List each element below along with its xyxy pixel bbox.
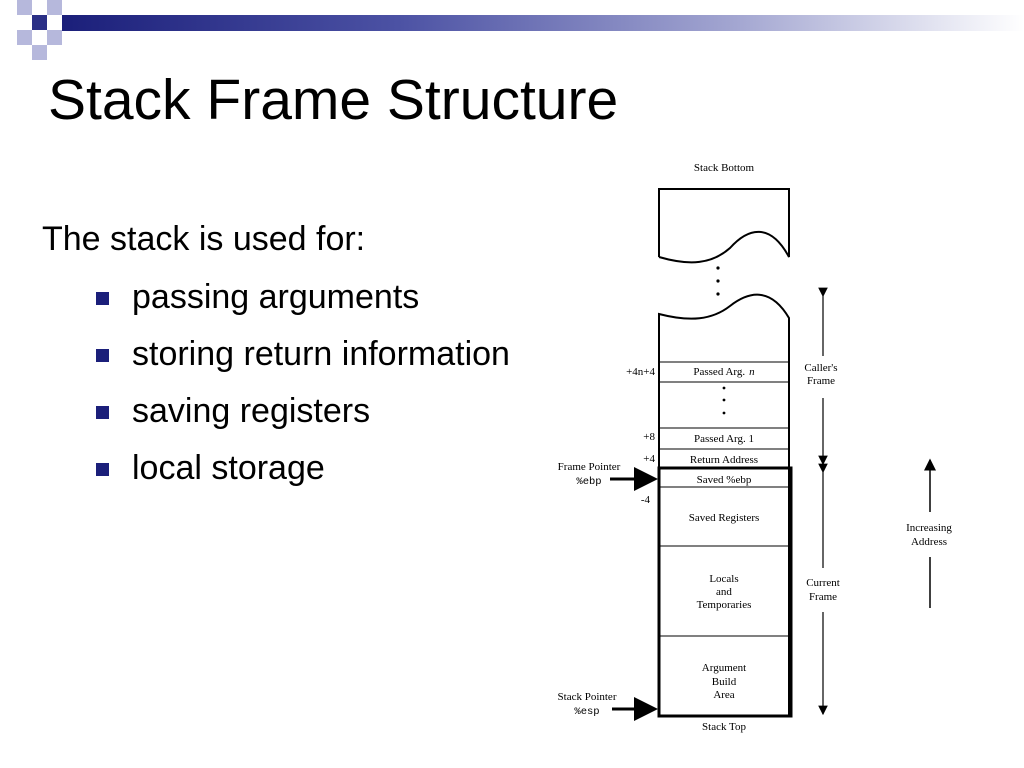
current-frame-line1: Current — [806, 577, 840, 589]
current-frame-box — [657, 466, 793, 718]
square-bullet-icon — [96, 406, 109, 419]
square-bullet-icon — [96, 349, 109, 362]
offset-arg-n: +4n+4 — [626, 366, 655, 378]
corner-decoration — [0, 0, 80, 64]
frame-pointer-label: Frame Pointer — [558, 461, 621, 473]
current-frame-line2: Frame — [809, 591, 837, 603]
stack-pointer-label: Stack Pointer — [558, 691, 617, 703]
bullet-text: local storage — [132, 449, 325, 487]
cell-saved-registers: Saved Registers — [689, 512, 760, 524]
increasing-address-line2: Address — [911, 536, 947, 548]
cell-saved-ebp: Saved %ebp — [697, 474, 752, 486]
stack-top-label: Stack Top — [702, 721, 746, 733]
cell-locals-line2: and — [716, 586, 732, 598]
stack-lower-segment — [658, 293, 790, 717]
stack-bottom-label: Stack Bottom — [694, 162, 755, 174]
bullet-item: saving registers — [96, 390, 510, 447]
callers-frame-line2: Frame — [807, 375, 835, 387]
intro-text: The stack is used for: — [42, 220, 366, 258]
cell-argbuild-line1: Argument — [702, 662, 746, 674]
stack-pointer-register: %esp — [574, 706, 599, 718]
cell-locals-line3: Temporaries — [697, 599, 752, 611]
offset-return: +4 — [643, 453, 655, 465]
header-gradient-bar — [62, 15, 1024, 31]
cell-argbuild-line3: Area — [713, 689, 734, 701]
bullet-text: passing arguments — [132, 278, 420, 316]
stack-upper-segment — [658, 188, 790, 264]
increasing-address-line1: Increasing — [906, 522, 952, 534]
callers-frame-line1: Caller's — [804, 362, 837, 374]
bullet-item: storing return information — [96, 333, 510, 390]
frame-pointer-register: %ebp — [576, 476, 601, 488]
cell-locals-line1: Locals — [709, 573, 738, 585]
cell-return-address: Return Address — [690, 454, 758, 466]
slide-title: Stack Frame Structure — [48, 68, 619, 132]
square-bullet-icon — [96, 463, 109, 476]
offset-minus-4: -4 — [641, 494, 651, 506]
bullet-item: passing arguments — [96, 276, 510, 333]
cell-passed-arg-n: Passed Arg.n — [693, 366, 755, 378]
square-bullet-icon — [96, 292, 109, 305]
offset-arg-1: +8 — [643, 431, 655, 443]
bullet-list: passing arguments storing return informa… — [96, 276, 510, 504]
stack-frame-diagram: Stack Bottom Passed Arg.n Passed Arg. 1 … — [558, 162, 953, 733]
cell-passed-arg-1: Passed Arg. 1 — [694, 433, 754, 445]
bullet-text: storing return information — [132, 335, 510, 373]
cell-argbuild-line2: Build — [712, 676, 737, 688]
bullet-item: local storage — [96, 447, 510, 504]
bullet-text: saving registers — [132, 392, 371, 430]
